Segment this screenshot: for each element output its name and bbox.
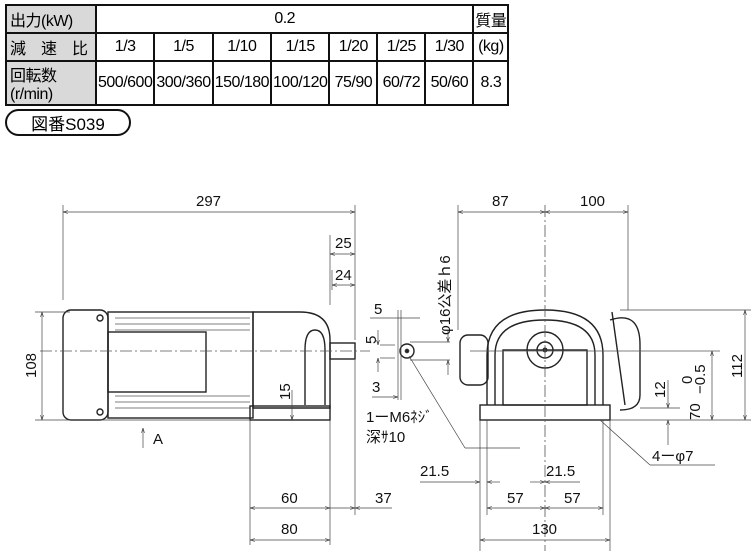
ratio-label: 減 速 比 <box>5 32 97 62</box>
speed-cell: 100/120 <box>270 60 331 106</box>
dim-key-height: 5 <box>363 336 380 344</box>
mass-value: 8.3 <box>472 60 510 106</box>
dim-80: 80 <box>281 521 298 538</box>
speed-cell: 60/72 <box>376 60 427 106</box>
speed-cell: 150/180 <box>211 60 273 106</box>
terminal-box <box>107 331 207 393</box>
ratio-cell: 1/10 <box>211 32 273 62</box>
dim-297: 297 <box>196 193 221 210</box>
dim-37: 37 <box>375 490 392 507</box>
dim-12: 12 <box>652 381 669 398</box>
output-value: 0.2 <box>94 4 475 34</box>
dim-70: 70 <box>687 403 704 420</box>
ratio-cell: 1/5 <box>153 32 214 62</box>
front-view <box>459 205 720 551</box>
dim-112: 112 <box>729 354 746 378</box>
speed-cell: 50/60 <box>424 60 475 106</box>
dim-108: 108 <box>23 353 40 378</box>
dim-24: 24 <box>335 267 352 284</box>
drawing-number-badge: 図番S039 <box>5 109 131 136</box>
view-a-label: A <box>153 431 163 448</box>
mass-header: 質量 <box>472 4 510 34</box>
speed-cell: 75/90 <box>328 60 379 106</box>
dim-key-width: 5 <box>374 301 382 318</box>
side-view <box>40 309 370 421</box>
output-label: 出力(kW) <box>5 4 97 34</box>
shaft-end-circle <box>399 343 415 359</box>
dim-60: 60 <box>281 490 298 507</box>
holes-label: 4ーφ7 <box>652 448 693 465</box>
tap-depth-label: 深ｻ10 <box>366 429 405 446</box>
dim-57-right: 57 <box>564 490 581 507</box>
table-row: 回転数(r/min) 500/600 300/360 150/180 100/1… <box>5 60 510 106</box>
spec-table: 出力(kW) 0.2 質量 減 速 比 1/3 1/5 1/10 1/15 1/… <box>5 4 510 106</box>
speed-cell: 300/360 <box>153 60 214 106</box>
motor-end-cover <box>62 309 109 421</box>
mass-unit: (kg) <box>472 32 510 62</box>
dim-130: 130 <box>532 521 557 538</box>
dim-21-5-right: 21.5 <box>546 463 575 480</box>
dim-57-left: 57 <box>507 490 524 507</box>
tol-lower: −0.5 <box>692 364 709 394</box>
dim-87: 87 <box>492 193 509 210</box>
gear-head <box>252 311 331 409</box>
terminal-cover <box>609 317 641 411</box>
dim-15: 15 <box>277 383 294 400</box>
table-row: 減 速 比 1/3 1/5 1/10 1/15 1/20 1/25 1/30 (… <box>5 32 510 62</box>
dim-shaft-diameter: φ16公差ｈ6 <box>437 255 454 335</box>
table-row: 出力(kW) 0.2 質量 <box>5 4 510 34</box>
tap-label: 1ーM6ﾈｼﾞ <box>366 409 433 426</box>
base-foot <box>249 405 331 421</box>
dim-key-depth: 3 <box>372 379 380 396</box>
speed-label: 回転数(r/min) <box>5 60 97 106</box>
ratio-cell: 1/3 <box>94 32 156 62</box>
dim-25: 25 <box>335 235 352 252</box>
tol-upper: 0 <box>679 376 696 384</box>
speed-cell: 500/600 <box>94 60 156 106</box>
dim-21-5-left: 21.5 <box>420 463 449 480</box>
ratio-cell: 1/20 <box>328 32 379 62</box>
ratio-cell: 1/30 <box>424 32 475 62</box>
dim-100: 100 <box>580 193 605 210</box>
ratio-cell: 1/25 <box>376 32 427 62</box>
ratio-cell: 1/15 <box>270 32 331 62</box>
